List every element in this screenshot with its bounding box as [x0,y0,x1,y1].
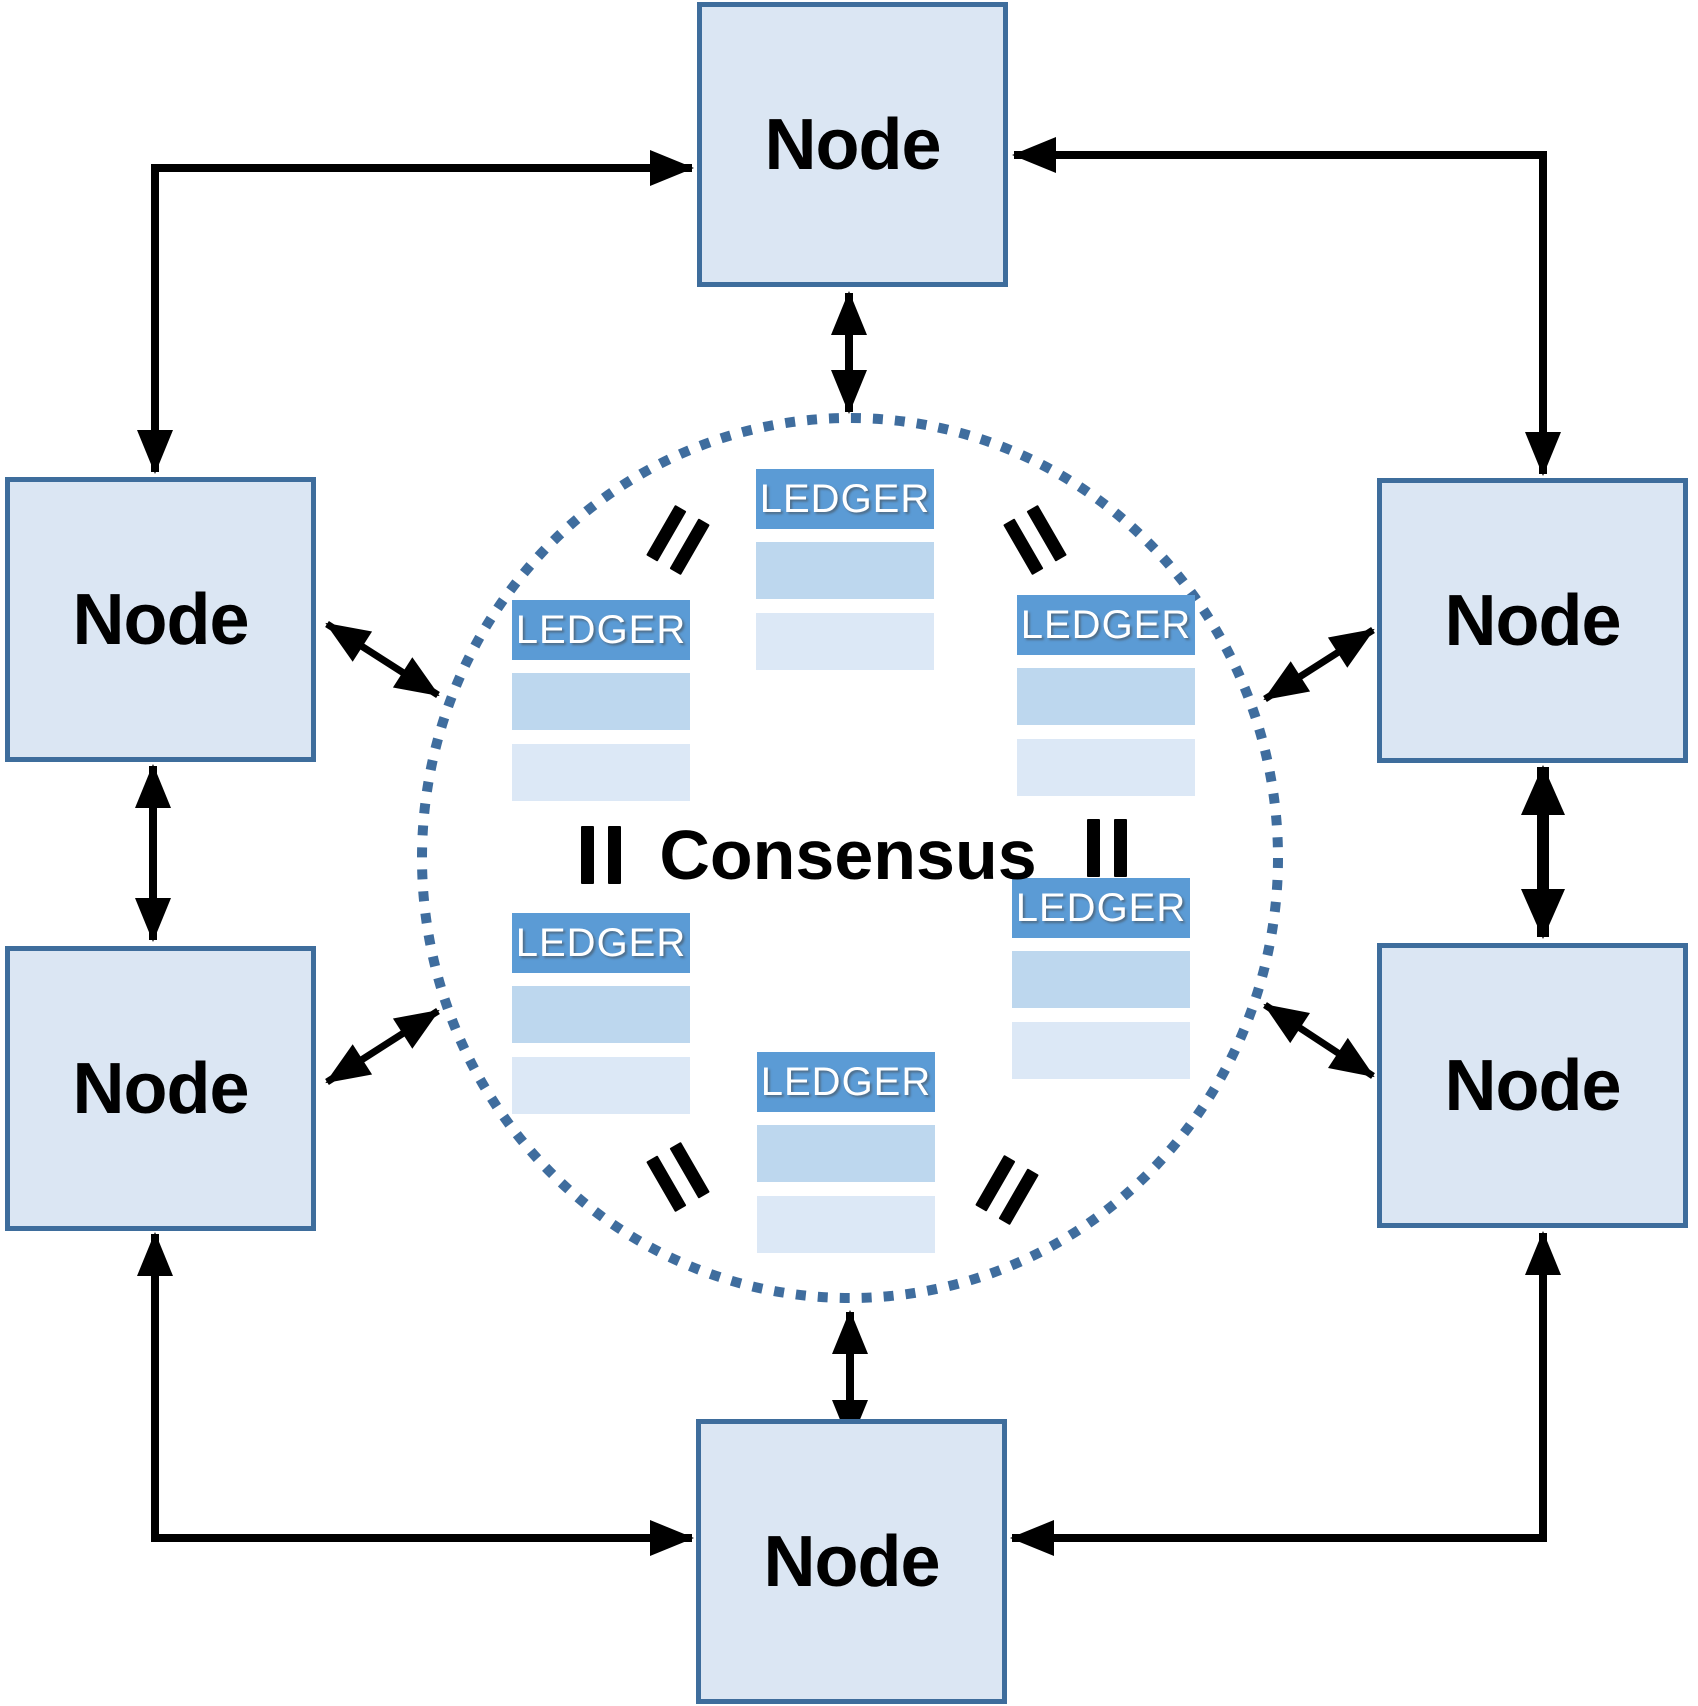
node-box-bottom: Node [696,1419,1007,1704]
node-box-left-upper: Node [5,477,316,762]
ledger-row [1012,1022,1190,1079]
equals-mark-icon-mid-left [581,826,621,884]
ledger-row [756,542,934,599]
ledger-row [756,613,934,670]
ledger-row [1012,951,1190,1008]
arrow-diagonal-right-lower [1263,1002,1375,1079]
arrow-diagonal-right-upper [1263,627,1375,702]
ledger-row [1017,739,1195,796]
node-label: Node [764,104,942,185]
ledger-row [512,744,690,801]
node-box-right-lower: Node [1377,943,1688,1228]
ledger-row [512,986,690,1043]
node-label: Node [763,1521,941,1602]
node-box-left-lower: Node [5,946,316,1231]
ledger-table-upper-left: LEDGER [512,600,690,801]
arrow-diagonal-left-upper [325,621,440,698]
ledger-header: LEDGER [512,600,690,660]
arrow-corner-top-left [137,150,694,474]
ledger-row [512,1057,690,1114]
node-label: Node [1444,1045,1622,1126]
arrow-corner-top-right [1012,137,1561,476]
ledger-row [757,1125,935,1182]
node-label: Node [1444,580,1622,661]
ledger-row [757,1196,935,1253]
ledger-header: LEDGER [512,913,690,973]
consensus-title: Consensus [659,816,1037,894]
arrow-diagonal-left-lower [325,1008,440,1085]
ledger-table-lower-right: LEDGER [1012,878,1190,1079]
ledger-header: LEDGER [1017,595,1195,655]
consensus-circle-dotted-border [417,413,1283,1303]
ledger-header: LEDGER [756,469,934,529]
ledger-header: LEDGER [1012,878,1190,938]
ledger-table-upper-right: LEDGER [1017,595,1195,796]
arrow-corner-bottom-right [1010,1231,1561,1556]
node-box-top: Node [697,2,1008,287]
node-label: Node [72,579,250,660]
node-label: Node [72,1048,250,1129]
arrow-corner-bottom-left [137,1232,694,1556]
ledger-table-bottom-center: LEDGER [757,1052,935,1253]
ledger-row [512,673,690,730]
ledger-table-top-center: LEDGER [756,469,934,670]
ledger-row [1017,668,1195,725]
ledger-header: LEDGER [757,1052,935,1112]
node-box-right-upper: Node [1377,478,1688,763]
ledger-table-lower-left: LEDGER [512,913,690,1114]
equals-mark-icon-mid-right [1087,819,1127,877]
